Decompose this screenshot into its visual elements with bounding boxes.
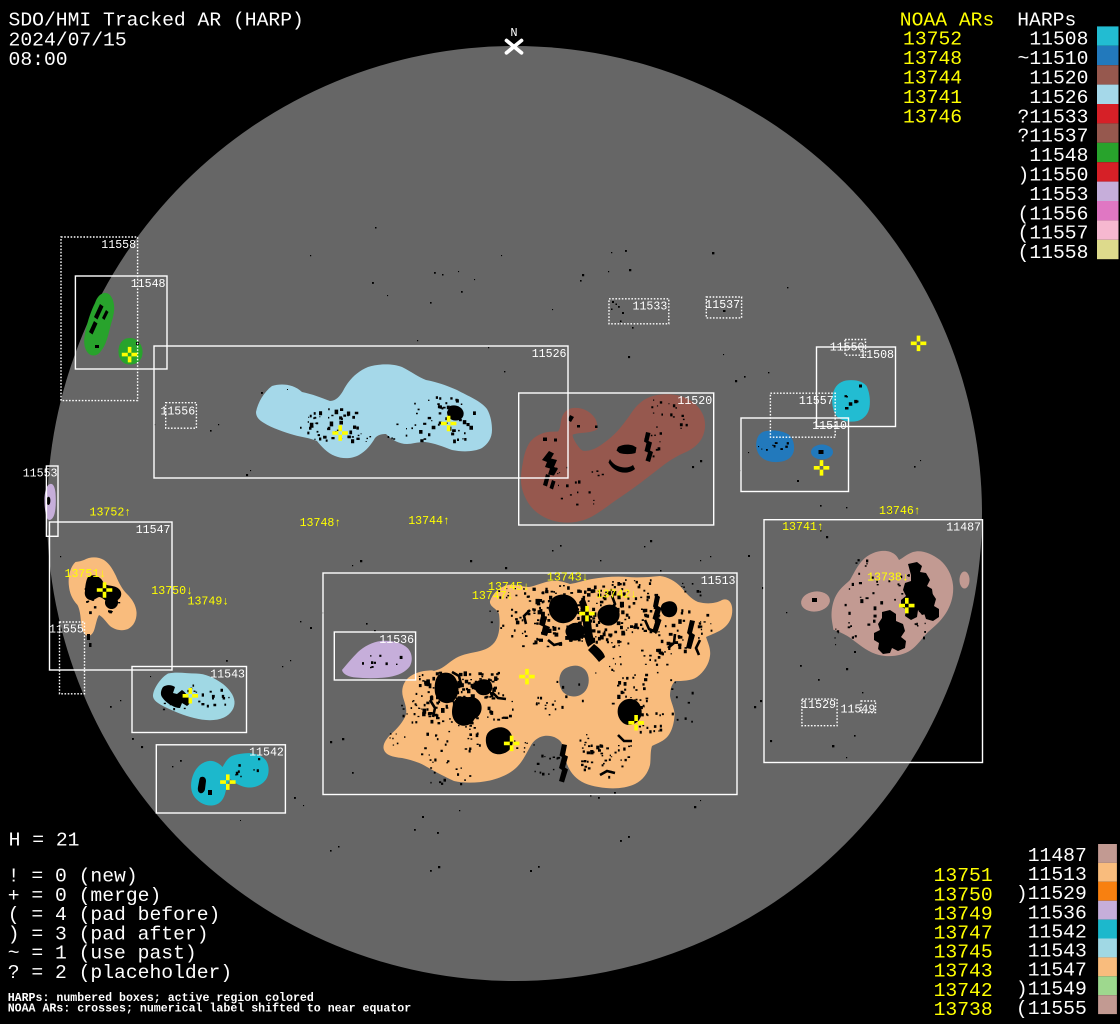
svg-text:13743↓: 13743↓: [547, 571, 589, 584]
svg-text:11542: 11542: [249, 747, 284, 760]
svg-text:11508: 11508: [1029, 29, 1088, 51]
svg-text:11520: 11520: [677, 395, 712, 408]
svg-text:11526: 11526: [1029, 87, 1088, 109]
svg-text:?11533: ?11533: [1018, 106, 1089, 128]
svg-text:+ = 0 (merge): + = 0 (merge): [8, 885, 162, 907]
svg-text:11553: 11553: [23, 468, 58, 481]
svg-text:( = 4 (pad before): ( = 4 (pad before): [8, 904, 221, 926]
svg-text:) = 3 (pad after): ) = 3 (pad after): [8, 923, 209, 945]
svg-text:HARPs: numbered boxes; active: HARPs: numbered boxes; active region col…: [8, 992, 314, 1005]
svg-text:11510: 11510: [812, 420, 847, 433]
svg-text:11487: 11487: [946, 522, 981, 535]
svg-text:13752↑: 13752↑: [90, 506, 132, 519]
svg-text:? = 2 (placeholder): ? = 2 (placeholder): [8, 962, 232, 984]
svg-text:11557: 11557: [799, 395, 834, 408]
svg-text:(11557: (11557: [1018, 223, 1089, 245]
svg-text:(11556: (11556: [1018, 203, 1089, 225]
svg-text:)11549: )11549: [1016, 979, 1087, 1001]
svg-text:)11550: )11550: [1018, 165, 1089, 187]
svg-text:NOAA ARs: NOAA ARs: [900, 10, 995, 32]
svg-text:13747: 13747: [934, 923, 993, 945]
svg-text:H = 21: H = 21: [9, 829, 80, 851]
svg-text:11537: 11537: [705, 299, 740, 312]
svg-text:11543: 11543: [1028, 941, 1087, 963]
svg-text:11556: 11556: [160, 406, 195, 419]
svg-text:13750↓: 13750↓: [151, 585, 193, 598]
svg-text:13744: 13744: [903, 68, 962, 90]
svg-text:~ = 1 (use past): ~ = 1 (use past): [8, 943, 197, 965]
svg-text:11549: 11549: [841, 704, 876, 717]
svg-text:)11529: )11529: [1016, 883, 1087, 905]
svg-text:11487: 11487: [1028, 845, 1087, 867]
svg-text:11558: 11558: [101, 239, 136, 252]
svg-text:NOAA ARs: crosses; numerical l: NOAA ARs: crosses; numerical label shift…: [8, 1003, 412, 1016]
svg-text:11543: 11543: [210, 668, 245, 681]
svg-text:13745: 13745: [934, 942, 993, 964]
svg-text:13745↓: 13745↓: [488, 581, 530, 594]
svg-text:11553: 11553: [1029, 184, 1088, 206]
svg-text:HARPs: HARPs: [1017, 10, 1076, 32]
svg-text:! = 0 (new): ! = 0 (new): [8, 866, 138, 888]
svg-text:11533: 11533: [633, 301, 668, 314]
svg-text:?11537: ?11537: [1018, 126, 1089, 148]
svg-text:13744↑: 13744↑: [408, 515, 450, 528]
svg-text:~11510: ~11510: [1018, 48, 1089, 70]
svg-text:SDO/HMI Tracked AR (HARP): SDO/HMI Tracked AR (HARP): [9, 10, 304, 32]
svg-text:13750: 13750: [934, 884, 993, 906]
svg-text:11536: 11536: [379, 634, 414, 647]
svg-text:11508: 11508: [859, 349, 894, 362]
svg-text:13749↓: 13749↓: [188, 596, 230, 609]
svg-text:11529: 11529: [801, 699, 836, 712]
svg-text:11542: 11542: [1028, 921, 1087, 943]
svg-text:11526: 11526: [532, 348, 567, 361]
svg-text:13749: 13749: [934, 903, 993, 925]
svg-text:13751↓: 13751↓: [65, 568, 107, 581]
svg-text:08:00: 08:00: [9, 49, 68, 71]
svg-text:13746↑: 13746↑: [879, 505, 921, 518]
svg-text:13752: 13752: [903, 29, 962, 51]
svg-text:2024/07/15: 2024/07/15: [9, 30, 127, 52]
svg-text:13743: 13743: [934, 961, 993, 983]
svg-text:N: N: [510, 26, 517, 40]
svg-text:13738↓: 13738↓: [867, 571, 909, 584]
svg-text:(11555: (11555: [1016, 998, 1087, 1020]
svg-text:13742↓: 13742↓: [596, 589, 638, 602]
svg-text:11550: 11550: [830, 342, 865, 355]
svg-text:13748: 13748: [903, 48, 962, 70]
svg-text:13741↑: 13741↑: [782, 521, 824, 534]
svg-text:11536: 11536: [1028, 902, 1087, 924]
svg-text:11513: 11513: [701, 575, 736, 588]
svg-text:11548: 11548: [1029, 145, 1088, 167]
svg-text:13747↓: 13747↓: [472, 590, 514, 603]
svg-text:(11558: (11558: [1018, 242, 1089, 264]
svg-text:11555: 11555: [49, 624, 84, 637]
svg-text:11548: 11548: [131, 278, 166, 291]
svg-text:13751: 13751: [934, 865, 993, 887]
svg-text:13748↑: 13748↑: [300, 517, 342, 530]
svg-text:11513: 11513: [1028, 864, 1087, 886]
svg-text:13741: 13741: [903, 87, 962, 109]
svg-text:11520: 11520: [1029, 68, 1088, 90]
svg-text:13746: 13746: [903, 106, 962, 128]
svg-text:11547: 11547: [1028, 960, 1087, 982]
svg-text:13742: 13742: [934, 980, 993, 1002]
svg-text:11547: 11547: [136, 524, 171, 537]
svg-text:13738: 13738: [934, 999, 993, 1021]
